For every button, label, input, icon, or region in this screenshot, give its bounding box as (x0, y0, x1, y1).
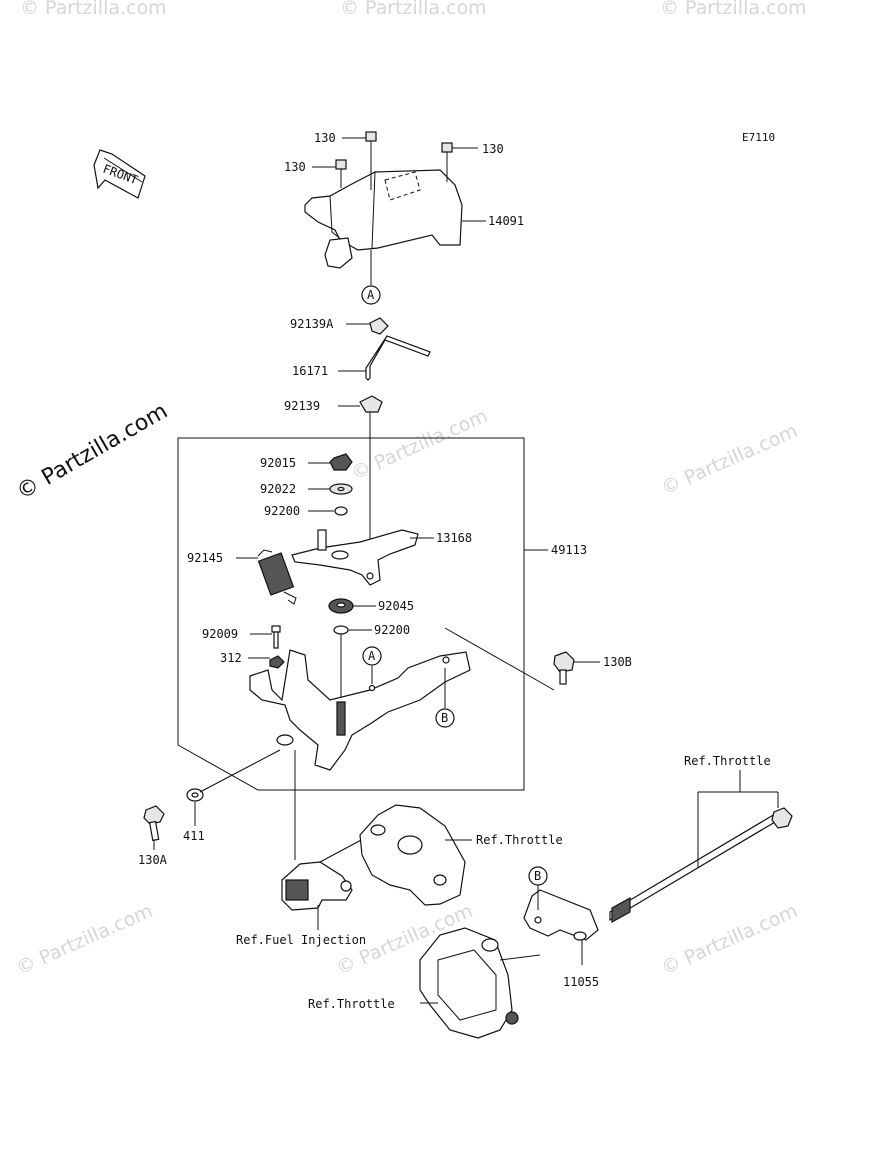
part-label-16171: 16171 (292, 364, 328, 378)
part-label-130: 130 (482, 142, 504, 156)
part-label-92139a: 92139A (290, 317, 334, 331)
callout-b-label: B (441, 711, 448, 725)
watermark: © Partzilla.com (13, 900, 156, 980)
nut-312-icon (269, 655, 285, 669)
part-label-312: 312 (220, 651, 242, 665)
bracket-11055 (523, 889, 599, 941)
callout-a: A (361, 285, 381, 305)
watermark: © Partzilla.com (658, 420, 801, 500)
nut-92015-icon (329, 453, 353, 471)
bolt-130-icon (335, 159, 347, 188)
bolt-130b-icon (553, 651, 575, 685)
part-label-49113: 49113 (551, 543, 587, 557)
bolt-130a-icon (143, 805, 165, 842)
front-arrow-icon: FRONT (93, 149, 146, 199)
spring-92145-icon (257, 549, 297, 605)
part-label-130b: 130B (603, 655, 632, 669)
callout-b: B (435, 708, 455, 728)
watermark: © Partzilla.com (20, 0, 167, 19)
grommet-92045-icon (328, 598, 354, 614)
throttle-body-upper (359, 804, 466, 906)
lever-13168 (291, 529, 419, 586)
part-label-92200: 92200 (374, 623, 410, 637)
part-label-14091: 14091 (488, 214, 524, 228)
rod-16171 (365, 335, 431, 381)
throttle-cable (609, 807, 793, 924)
callout-b: B (528, 866, 548, 886)
callout-a-label: A (367, 288, 375, 302)
washer-411-icon (186, 788, 204, 802)
ring-92200-icon (333, 625, 349, 635)
callout-a-label: A (368, 649, 376, 663)
part-label-11055: 11055 (563, 975, 599, 989)
part-label-92139: 92139 (284, 399, 320, 413)
throttle-body-lower (419, 927, 519, 1039)
part-label-130a: 130A (138, 853, 168, 867)
part-label-92045: 92045 (378, 599, 414, 613)
part-label-92009: 92009 (202, 627, 238, 641)
ref-fuel-injection-label: Ref.Fuel Injection (236, 933, 366, 947)
part-label-92022: 92022 (260, 482, 296, 496)
washer-92022-icon (329, 483, 353, 495)
watermark: © Partzilla.com (660, 0, 807, 19)
partzilla-watermark: © Partzilla.com (13, 399, 173, 506)
part-label-130: 130 (284, 160, 306, 174)
clip-92139a-icon (369, 317, 389, 335)
ref-throttle-label: Ref.Throttle (476, 833, 563, 847)
part-label-13168: 13168 (436, 531, 472, 545)
part-label-411: 411 (183, 829, 205, 843)
diagram-code: E7110 (742, 131, 775, 144)
bolt-130-icon (365, 131, 377, 190)
assembly-49113-box (177, 437, 525, 791)
screw-92009-icon (271, 625, 281, 649)
watermark: © Partzilla.com (340, 0, 487, 19)
part-label-92145: 92145 (187, 551, 223, 565)
part-14091-cover (304, 169, 463, 269)
ref-throttle-label: Ref.Throttle (684, 754, 771, 768)
throttle-sensor-fuel-injection (281, 861, 353, 911)
clip-92139-icon (359, 395, 383, 413)
callout-a: A (362, 646, 382, 666)
part-label-92015: 92015 (260, 456, 296, 470)
ref-throttle-label: Ref.Throttle (308, 997, 395, 1011)
bracket-49113 (249, 649, 471, 771)
callout-b-label: B (534, 869, 541, 883)
part-label-92200: 92200 (264, 504, 300, 518)
ring-92200-icon (334, 506, 348, 516)
part-label-130: 130 (314, 131, 336, 145)
watermark: © Partzilla.com (658, 900, 801, 980)
